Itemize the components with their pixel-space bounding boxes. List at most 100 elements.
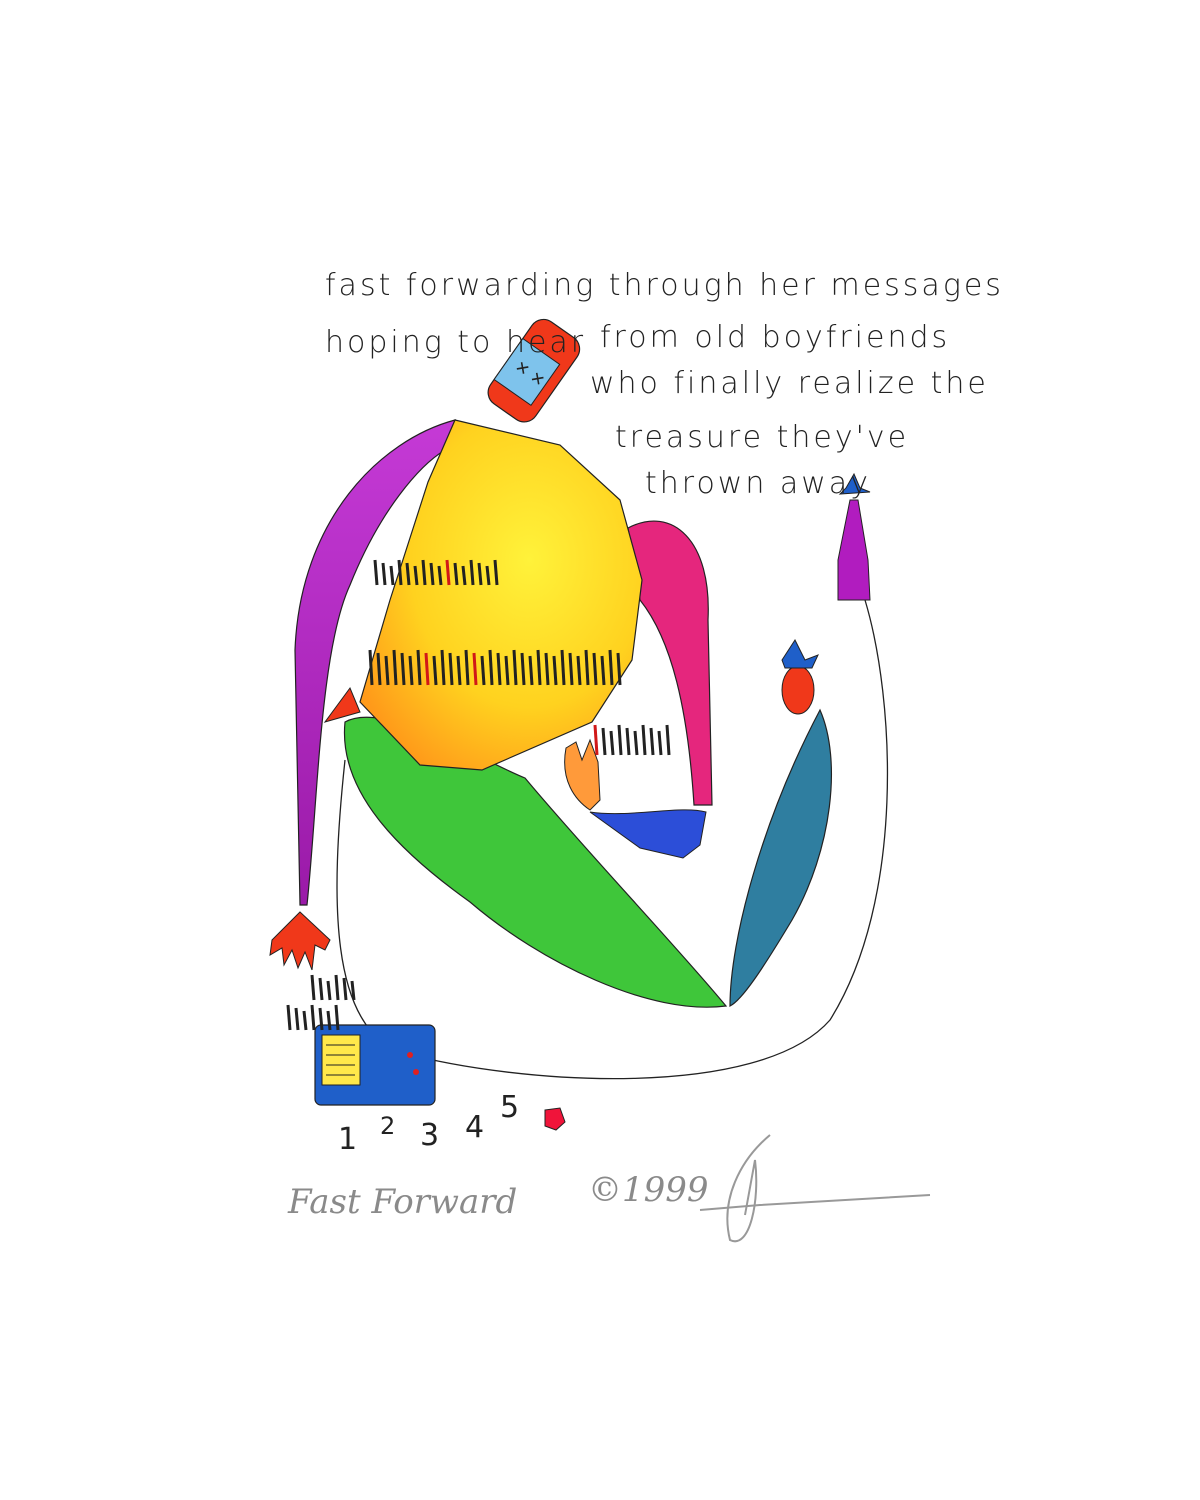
machine-button [413,1069,419,1075]
tally-mark [552,655,558,686]
artwork-title: Fast Forward [288,1182,518,1222]
orange-hand [564,738,601,811]
tally-mark [617,724,623,756]
red-bag [544,1107,566,1131]
purple-bottle-figure [837,499,871,601]
counter-digit: 2 [380,1112,396,1140]
tally-mark [469,559,475,586]
tally-mark [381,562,387,586]
tally-mark [504,655,510,686]
tally-mark [560,649,566,686]
tally-mark [568,652,574,686]
tally-mark [544,652,550,686]
tally-mark [440,649,446,686]
tally-marks [373,559,499,586]
tally-mark [384,655,390,686]
tally-mark [584,649,590,686]
counter-digit: 1 [338,1122,358,1157]
poem-line-4: who finally realize the [590,366,989,401]
tally-mark [480,655,486,686]
tally-mark [376,652,382,686]
poem-line-2: hoping to hear [325,325,587,360]
tally-mark [373,559,379,586]
poem-line-3: from old boyfriends [600,320,951,355]
tally-mark [326,980,332,1001]
tally-marks [286,1004,340,1031]
tally-mark [593,724,599,756]
teal-figure [729,708,832,1007]
poem-line-1: fast forwarding through her messages [325,268,1004,303]
tally-mark [310,1004,316,1031]
red-foot [323,686,361,723]
tally-mark [592,652,598,686]
head: ✕ ✕ [487,318,581,423]
tally-mark [421,559,427,586]
red-hand [269,911,331,971]
tally-mark [294,1007,300,1031]
tally-mark [641,724,647,756]
tally-mark [456,655,462,686]
tally-mark [326,1010,332,1031]
tally-mark [400,652,406,686]
small-blue-hat [781,638,819,669]
tally-mark [461,565,467,586]
tally-mark [453,562,459,586]
tally-mark [488,649,494,686]
tally-mark [576,655,582,686]
bottle-blue-cap [838,472,871,495]
tally-mark [424,652,430,686]
tally-mark [437,565,443,586]
phone-cord [336,599,889,1080]
tally-mark [368,649,374,686]
poem-line-6: thrown away [645,466,871,501]
tally-mark [413,565,419,586]
tally-mark [392,649,398,686]
tally-mark [429,562,435,586]
counter-digit: 3 [420,1118,440,1153]
tally-mark [625,727,631,756]
tally-mark [601,727,607,756]
blue-face [493,337,561,407]
tally-mark [408,655,414,686]
tally-mark [432,655,438,686]
tally-mark [318,1007,324,1031]
artist-signature [699,1134,931,1243]
counter-digit: 5 [500,1090,520,1125]
tally-mark [416,649,422,686]
tally-mark [600,655,606,686]
poem-line-5: treasure they've [615,420,910,455]
tally-mark [334,1004,340,1031]
tally-mark [657,730,663,756]
tally-mark [512,649,518,686]
tally-mark [389,565,395,586]
tally-mark [528,655,534,686]
machine-button [407,1052,413,1058]
yellow-note [321,1034,361,1086]
small-red-head [781,665,815,715]
copyright-year: ©1999 [588,1170,709,1210]
tally-mark [342,977,348,1001]
tally-mark [493,559,499,586]
tally-mark [464,649,470,686]
tally-mark [286,1004,292,1031]
tally-mark [445,559,451,586]
tally-marks [593,724,671,756]
tally-mark [302,1010,308,1031]
tally-mark [520,652,526,686]
tally-mark [318,977,324,1001]
tally-mark [485,565,491,586]
green-leg [343,716,728,1008]
tally-mark [448,652,454,686]
tally-mark [649,727,655,756]
counter-digit: 4 [465,1110,485,1145]
tally-mark [334,974,340,1001]
tally-mark [536,649,542,686]
tally-mark [472,652,478,686]
tally-marks [310,974,356,1001]
blue-sleeve [589,809,707,859]
purple-left-arm [294,419,456,906]
tally-mark [350,980,356,1001]
tally-mark [477,562,483,586]
tally-marks [368,649,622,686]
